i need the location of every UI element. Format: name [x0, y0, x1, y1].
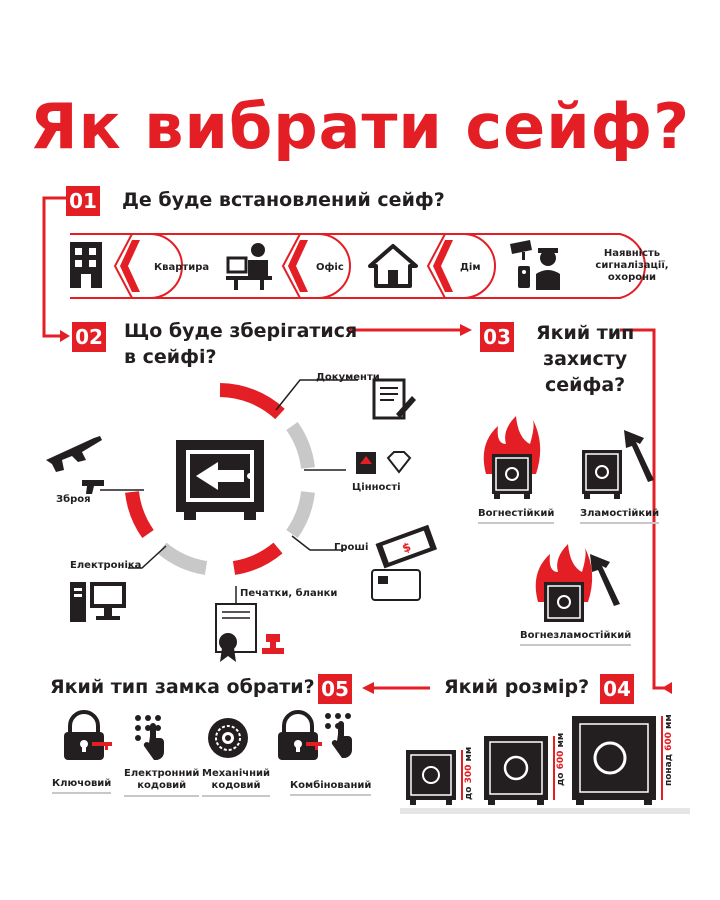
safe-size-small: [406, 750, 463, 805]
step-04-title: Який розмір?: [444, 676, 590, 698]
combined-lock-icon: [278, 710, 352, 760]
protection-fire-label: Вогнестійкий: [478, 508, 555, 524]
location-security-label: Наявність сигналізації, охорони: [595, 248, 669, 283]
lock-combined-label: Комбінований: [290, 780, 372, 796]
step-05-number: 05: [318, 674, 352, 704]
step-03-title: Який тип захисту сейфа?: [536, 322, 635, 396]
apartment-building-icon: [70, 242, 102, 288]
lock-mechanical-label: Механічний кодовий: [202, 768, 271, 797]
page-title: Як вибрати сейф?: [29, 90, 691, 163]
step-02-title: Що буде зберігатися в сейфі?: [124, 320, 358, 368]
rifle-pistol-icon: [46, 436, 104, 494]
fire-resistant-safe-icon: [483, 416, 541, 499]
size-small-label: до 300 мм: [464, 746, 474, 800]
safe-size-large: [572, 716, 663, 805]
certificate-stamp-icon: [215, 586, 284, 662]
documents-leader-line: [275, 379, 358, 411]
money-leader-line: [291, 535, 346, 551]
house-icon: [368, 244, 418, 288]
safe-size-medium: [484, 736, 555, 805]
weapons-leader-line: [100, 489, 144, 491]
lock-electronic-label: Електронний кодовий: [124, 768, 200, 797]
electronic-keypad-icon: [135, 715, 164, 760]
step-03-number: 03: [480, 322, 514, 352]
lock-key-label: Ключовий: [52, 778, 112, 794]
ring-box-diamond-icon: [356, 451, 412, 474]
contents-electronics-label: Електроніка: [70, 560, 142, 571]
step-04-number: 04: [600, 674, 634, 704]
key-lock-icon: [64, 710, 112, 760]
location-apartment-label: Квартира: [154, 262, 210, 273]
contents-valuables-label: Цінності: [352, 482, 401, 493]
step-01-number: 01: [66, 186, 100, 216]
location-house-label: Дім: [460, 262, 481, 273]
computer-icon: [70, 582, 126, 622]
mechanical-dial-icon: [208, 718, 248, 758]
electronics-leader-line: [128, 545, 167, 569]
location-strip: [70, 233, 646, 299]
contents-weapons-label: Зброя: [56, 494, 91, 505]
location-office-label: Офіс: [316, 262, 344, 273]
contents-documents-label: Документи: [316, 372, 380, 383]
size-medium-label: до 600 мм: [556, 732, 566, 786]
contents-ring: [125, 383, 315, 575]
contents-stamps-label: Печатки, бланки: [240, 588, 338, 599]
step-05-title: Який тип замка обрати?: [50, 676, 315, 698]
banknotes-card-icon: $: [371, 524, 438, 601]
document-pen-icon: [372, 378, 416, 420]
size-large-label: понад 600 мм: [664, 714, 674, 786]
contents-money-label: Гроші: [334, 542, 369, 553]
protection-both-label: Вогнезламостійкий: [520, 630, 632, 646]
step-01-title: Де буде встановлений сейф?: [122, 189, 445, 211]
burglary-resistant-safe-icon: [582, 430, 654, 499]
fire-burglary-resistant-safe-icon: [535, 544, 620, 622]
central-safe-icon: [176, 440, 264, 520]
valuables-leader-line: [304, 469, 346, 471]
step-02-number: 02: [72, 322, 106, 352]
office-worker-icon: [226, 243, 272, 290]
security-camera-guard-icon: [510, 240, 560, 290]
safe-sizes-graphic: [400, 716, 690, 814]
protection-burglary-label: Зламостійкий: [580, 508, 660, 524]
